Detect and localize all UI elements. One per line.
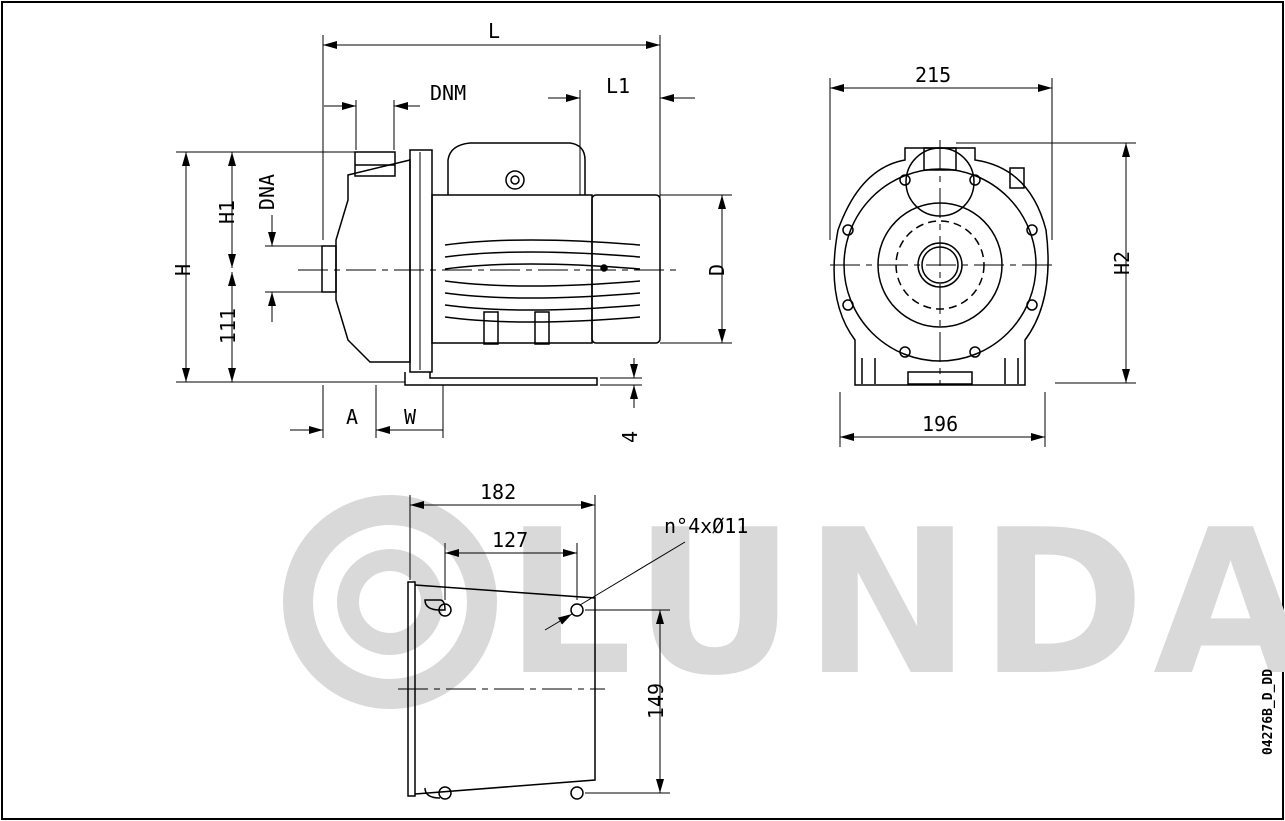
base-plan-dimensions <box>409 495 686 794</box>
dim-H2: H2 <box>1110 251 1134 275</box>
watermark-text: LUNDA <box>505 487 1285 720</box>
dim-111: 111 <box>216 308 240 344</box>
dim-215: 215 <box>915 63 951 87</box>
pump-side-view <box>298 142 680 386</box>
dim-4: 4 <box>618 431 642 443</box>
dim-H: H <box>171 264 195 276</box>
dim-182: 182 <box>480 480 516 504</box>
dim-DNM: DNM <box>430 81 466 105</box>
front-view-dimensions <box>829 78 1136 447</box>
dim-DNA: DNA <box>255 174 279 210</box>
front-view-labels: 215 196 H2 <box>915 63 1134 436</box>
drawing-code: 04276B_D_DD <box>1261 669 1276 755</box>
dim-L1: L1 <box>606 74 630 98</box>
base-plan-labels: 182 127 149 n°4xØ11 <box>480 480 748 719</box>
side-view-dimensions <box>176 35 732 438</box>
dim-A: A <box>346 405 358 429</box>
watermark: LUNDA <box>283 487 1285 720</box>
dim-L: L <box>488 19 500 43</box>
dim-holes: n°4xØ11 <box>664 514 748 538</box>
base-plan-view <box>398 581 605 800</box>
dim-127: 127 <box>492 528 528 552</box>
dim-W: W <box>404 405 417 429</box>
dim-D: D <box>705 264 729 276</box>
pump-front-view <box>830 140 1055 386</box>
side-view-labels: L L1 DNM H H1 111 DNA D A W 4 <box>171 19 729 443</box>
dim-H1: H1 <box>215 200 239 224</box>
dim-149: 149 <box>644 683 668 719</box>
dim-196: 196 <box>922 412 958 436</box>
